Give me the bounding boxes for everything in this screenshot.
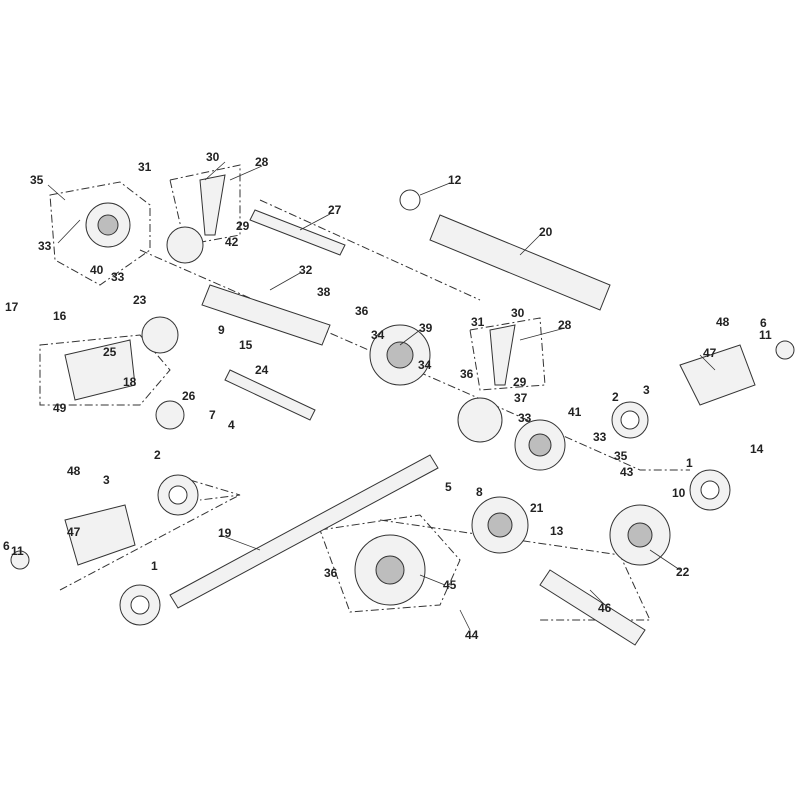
shaft-19 <box>169 454 439 609</box>
callout-28[interactable]: 28 <box>558 318 572 332</box>
callout-23[interactable]: 23 <box>133 293 147 307</box>
callout-40[interactable]: 40 <box>90 263 104 277</box>
callout-49[interactable]: 49 <box>53 401 67 415</box>
callout-24[interactable]: 24 <box>255 363 269 377</box>
callout-2[interactable]: 2 <box>154 448 161 462</box>
housing-47b <box>64 504 136 566</box>
callout-42[interactable]: 42 <box>225 235 239 249</box>
callout-36[interactable]: 36 <box>324 566 338 580</box>
callout-36[interactable]: 36 <box>460 367 474 381</box>
callout-28[interactable]: 28 <box>255 155 269 169</box>
gear-26 <box>155 400 185 430</box>
callout-11[interactable]: 11 <box>11 544 24 558</box>
callout-38[interactable]: 38 <box>317 285 331 299</box>
shaft-27 <box>249 209 346 256</box>
callout-33[interactable]: 33 <box>111 270 125 284</box>
callout-35[interactable]: 35 <box>614 449 628 463</box>
callout-34[interactable]: 34 <box>371 328 385 342</box>
callout-36[interactable]: 36 <box>355 304 369 318</box>
callout-45[interactable]: 45 <box>443 578 457 592</box>
callout-1[interactable]: 1 <box>151 559 158 573</box>
callout-19[interactable]: 19 <box>218 526 232 540</box>
callout-30[interactable]: 30 <box>511 306 525 320</box>
callout-18[interactable]: 18 <box>123 375 137 389</box>
nut-6b <box>10 550 30 570</box>
callout-13[interactable]: 13 <box>550 524 564 538</box>
callout-35[interactable]: 35 <box>30 173 44 187</box>
gear-23 <box>141 316 179 354</box>
callout-11[interactable]: 11 <box>759 328 772 342</box>
callout-8[interactable]: 8 <box>476 485 483 499</box>
callout-10[interactable]: 10 <box>672 486 686 500</box>
callout-29[interactable]: 29 <box>236 219 250 233</box>
callout-44[interactable]: 44 <box>465 628 479 642</box>
callout-41[interactable]: 41 <box>568 405 582 419</box>
shaft-32 <box>201 284 331 346</box>
callout-6[interactable]: 6 <box>760 316 767 330</box>
callout-30[interactable]: 30 <box>206 150 220 164</box>
callout-47[interactable]: 47 <box>703 346 717 360</box>
parts <box>10 174 795 646</box>
shaft-46 <box>539 569 646 646</box>
callout-5[interactable]: 5 <box>445 480 452 494</box>
callout-4[interactable]: 4 <box>228 418 235 432</box>
sleeve-25 <box>64 339 136 401</box>
callout-3[interactable]: 3 <box>103 473 110 487</box>
callout-22[interactable]: 22 <box>676 565 690 579</box>
callout-31[interactable]: 31 <box>138 160 152 174</box>
callout-39[interactable]: 39 <box>419 321 433 335</box>
callout-21[interactable]: 21 <box>530 501 544 515</box>
nut-6 <box>775 340 795 360</box>
housing-47 <box>679 344 756 406</box>
callout-37[interactable]: 37 <box>514 391 528 405</box>
callout-6[interactable]: 6 <box>3 539 10 553</box>
callout-7[interactable]: 7 <box>209 408 216 422</box>
callout-12[interactable]: 12 <box>448 173 462 187</box>
callout-33[interactable]: 33 <box>518 411 532 425</box>
hub-42 <box>166 226 204 264</box>
callout-16[interactable]: 16 <box>53 309 67 323</box>
callout-14[interactable]: 14 <box>750 442 764 456</box>
callout-46[interactable]: 46 <box>598 601 612 615</box>
callout-15[interactable]: 15 <box>239 338 253 352</box>
callout-33[interactable]: 33 <box>38 239 52 253</box>
callout-27[interactable]: 27 <box>328 203 342 217</box>
callout-32[interactable]: 32 <box>299 263 313 277</box>
leader-lines <box>47 161 716 631</box>
callout-20[interactable]: 20 <box>539 225 553 239</box>
gear-33 <box>457 397 503 443</box>
callout-48[interactable]: 48 <box>67 464 81 478</box>
callout-48[interactable]: 48 <box>716 315 730 329</box>
shaft-24 <box>224 369 316 421</box>
shaft-20 <box>429 214 611 311</box>
callout-2[interactable]: 2 <box>612 390 619 404</box>
callout-3[interactable]: 3 <box>643 383 650 397</box>
callout-9[interactable]: 9 <box>218 323 225 337</box>
callout-34[interactable]: 34 <box>418 358 432 372</box>
callout-17[interactable]: 17 <box>5 300 19 314</box>
callout-25[interactable]: 25 <box>103 345 117 359</box>
callout-29[interactable]: 29 <box>513 375 527 389</box>
callout-26[interactable]: 26 <box>182 389 196 403</box>
callout-43[interactable]: 43 <box>620 465 634 479</box>
callout-47[interactable]: 47 <box>67 525 81 539</box>
washer-12 <box>399 189 421 211</box>
fork-28 <box>199 174 226 236</box>
callout-31[interactable]: 31 <box>471 315 485 329</box>
fork-28b <box>489 324 516 386</box>
callout-33[interactable]: 33 <box>593 430 607 444</box>
callout-1[interactable]: 1 <box>686 456 693 470</box>
